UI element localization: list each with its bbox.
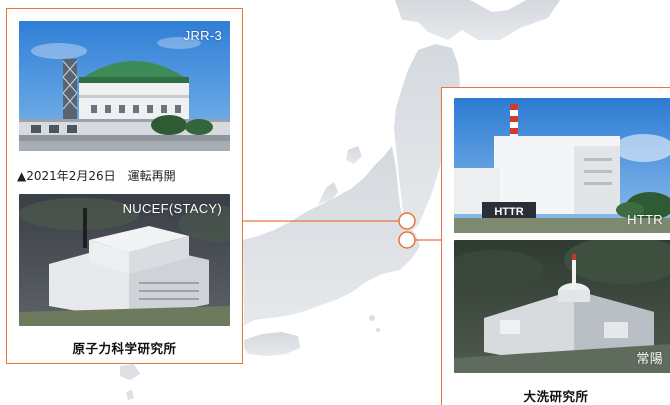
nuclear-science-institute-panel: JRR-3 ▲2021年2月26日 運転再開 bbox=[6, 8, 243, 364]
joyo-label: 常陽 bbox=[636, 351, 663, 366]
shikoku bbox=[244, 332, 300, 356]
oarai-institute-panel: HTTR HTTR bbox=[441, 87, 670, 405]
svg-text:HTTR: HTTR bbox=[494, 206, 523, 218]
jrr3-photo: JRR-3 bbox=[19, 21, 230, 151]
jrr3-label: JRR-3 bbox=[183, 28, 222, 43]
httr-label: HTTR bbox=[627, 212, 663, 227]
jrr3-illustration bbox=[19, 21, 230, 151]
nucef-label: NUCEF(STACY) bbox=[122, 201, 222, 216]
joyo-photo: 常陽 bbox=[454, 240, 670, 373]
nucef-photo: NUCEF(STACY) bbox=[19, 194, 230, 326]
httr-photo: HTTR HTTR bbox=[454, 98, 670, 233]
nucef-illustration bbox=[19, 194, 230, 326]
oarai-institute-name: 大洗研究所 bbox=[523, 389, 589, 404]
hokkaido bbox=[395, 0, 560, 40]
nuclear-science-institute-name: 原子力科学研究所 bbox=[72, 341, 177, 356]
joyo-illustration bbox=[454, 240, 670, 373]
httr-illustration: HTTR bbox=[454, 98, 670, 233]
honshu bbox=[243, 146, 420, 326]
jrr3-restart-caption: ▲2021年2月26日 運転再開 bbox=[17, 169, 176, 183]
